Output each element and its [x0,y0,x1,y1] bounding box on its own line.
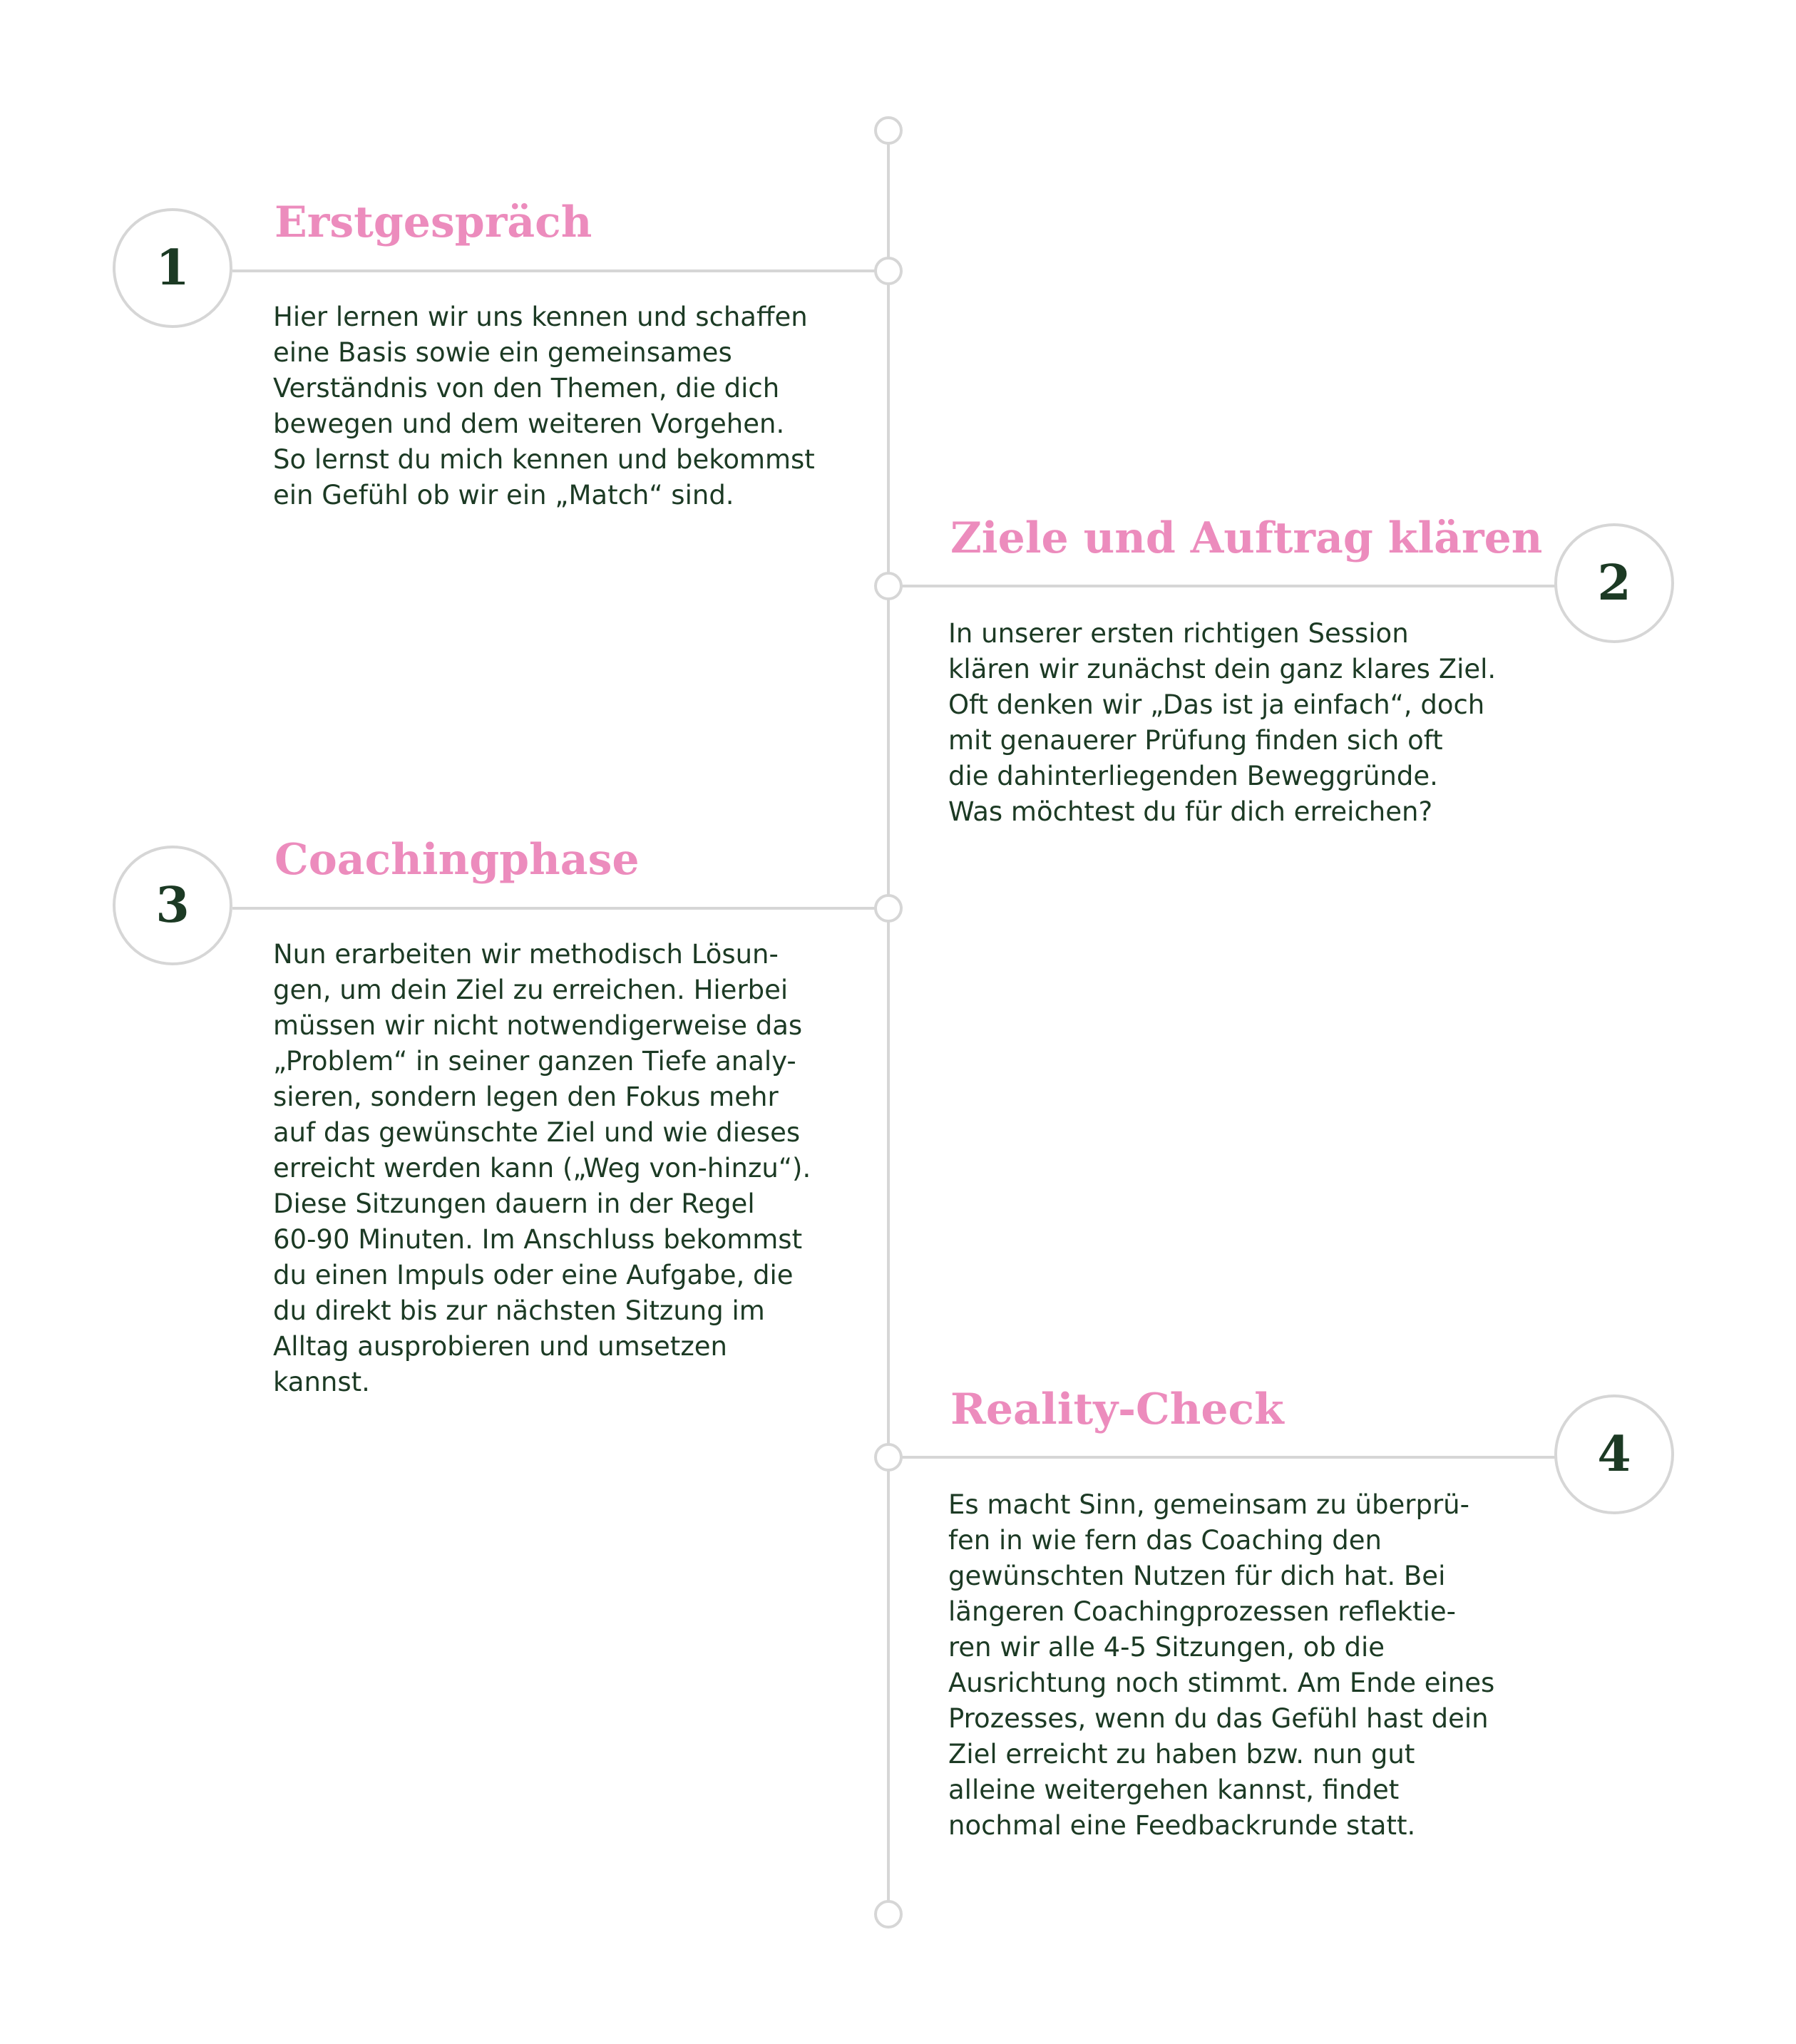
step-3-connector [232,907,876,910]
step-4-number: 4 [1597,1426,1631,1483]
step-3-number: 3 [155,877,190,934]
step-2-description: In unserer ersten richtigen Session klär… [948,618,1497,827]
timeline-end-node [874,1900,903,1929]
step-4-description: Es macht Sinn, gemeinsam zu überprü- fen… [948,1489,1495,1841]
step-1-node [874,257,903,285]
step-2-title: Ziele und Auftrag klären [950,513,1543,563]
step-1-description: Hier lernen wir uns kennen und schaffen … [273,302,815,510]
step-3-number-circle: 3 [113,846,232,965]
step-4-number-circle: 4 [1554,1395,1674,1514]
step-1-connector [232,269,876,272]
step-2-node [874,572,903,600]
step-3-title: Coachingphase [274,835,640,885]
step-1-title: Erstgespräch [274,197,592,247]
step-3-node [874,894,903,923]
step-4-node [874,1443,903,1472]
step-2-number: 2 [1597,555,1631,612]
step-3-description: Nun erarbeiten wir methodisch Lösun- gen… [273,939,811,1397]
timeline-start-node [874,116,903,145]
step-4-connector [900,1456,1556,1459]
step-2-number-circle: 2 [1554,523,1674,643]
step-1-number-circle: 1 [113,208,232,328]
step-1-number: 1 [155,240,190,297]
step-4-title: Reality-Check [950,1385,1284,1434]
timeline-vertical-line [887,130,890,1914]
step-2-connector [900,585,1556,587]
